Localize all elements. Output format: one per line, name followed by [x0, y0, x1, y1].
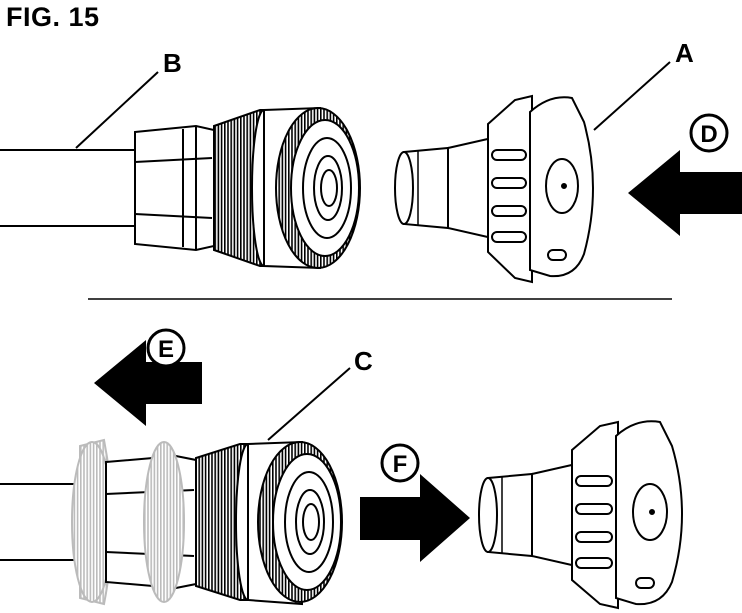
- spray-tip-bottom: [478, 420, 683, 610]
- leader-b: [75, 71, 159, 149]
- arrow-d: [628, 150, 742, 236]
- label-d: D: [700, 121, 717, 148]
- callout-e: E: [146, 328, 186, 368]
- spray-tip-ribs: [491, 149, 527, 243]
- label-b: B: [163, 48, 182, 78]
- leader-a: [593, 61, 671, 131]
- label-f: F: [393, 451, 408, 478]
- ghost-ring-2: [143, 441, 185, 603]
- spray-tip-a: [394, 94, 594, 284]
- hose-hex-nut: [134, 124, 215, 252]
- arrow-f: [360, 474, 470, 562]
- figure-title: FIG. 15: [6, 2, 100, 32]
- arrow-e: [94, 340, 202, 426]
- top-panel: D A B: [0, 38, 742, 284]
- leader-c: [267, 367, 351, 441]
- label-a: A: [675, 38, 694, 68]
- callout-d: D: [689, 113, 729, 153]
- label-c: C: [354, 346, 373, 376]
- callout-f: F: [380, 443, 420, 483]
- coupler-front-ring: [263, 106, 361, 270]
- hose-bottom: [0, 483, 80, 561]
- hose-b: [0, 149, 135, 227]
- bottom-panel: C E F: [0, 328, 683, 610]
- spray-tip-bottom-ribs: [575, 475, 613, 569]
- coupler-c-front-ring: [247, 440, 343, 606]
- ghost-ring-1: [71, 438, 113, 606]
- label-e: E: [158, 336, 174, 363]
